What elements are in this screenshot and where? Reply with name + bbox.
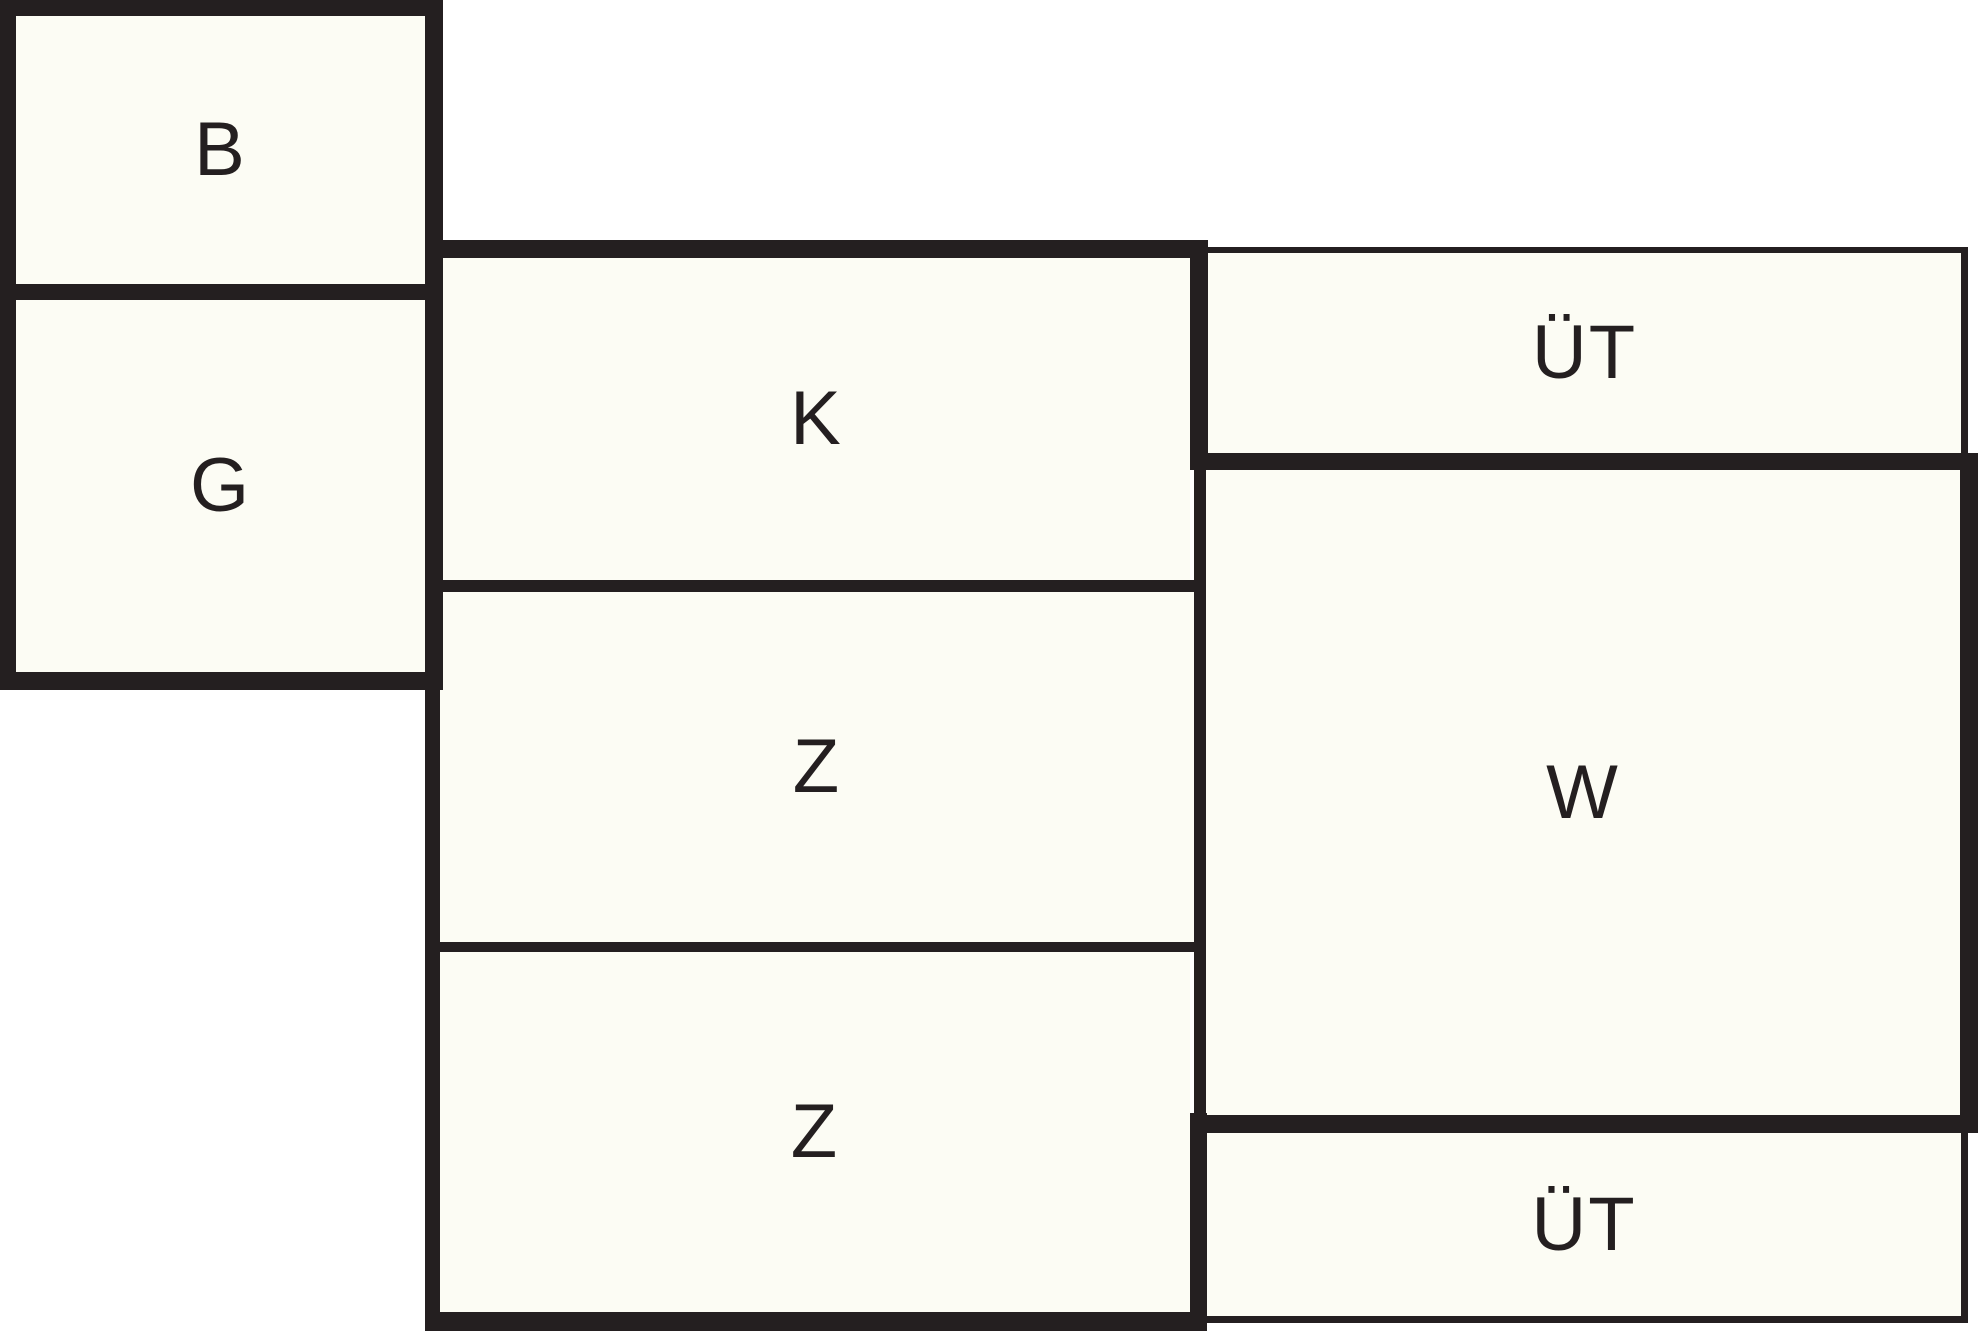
wall-left-block-right — [425, 0, 443, 690]
room-k-label: K — [790, 376, 843, 461]
wall-k-right — [1190, 240, 1208, 470]
room-z-middle-label: Z — [792, 724, 842, 809]
wall-ut-bottom-left — [1190, 1113, 1207, 1331]
border-ut-top-top — [1208, 247, 1968, 253]
room-z-bottom-label: Z — [790, 1089, 840, 1174]
wall-divider-z-z — [440, 942, 1196, 952]
wall-w-bottom — [1190, 1115, 1978, 1133]
room-w: W — [1206, 470, 1960, 1115]
room-b: B — [16, 16, 425, 284]
wall-w-left — [1194, 470, 1206, 1113]
room-b-label: B — [194, 107, 247, 192]
room-ut-top-label: ÜT — [1531, 310, 1638, 395]
room-ut-bottom-label: ÜT — [1531, 1181, 1637, 1267]
wall-w-top — [1190, 453, 1978, 470]
wall-k-top — [425, 240, 1208, 258]
room-z-middle: Z — [440, 592, 1194, 942]
wall-divider-k-z — [440, 580, 1196, 592]
wall-divider-b-g — [16, 284, 425, 300]
room-g: G — [16, 300, 425, 672]
room-z-bottom: Z — [440, 952, 1190, 1312]
room-g-label: G — [189, 443, 252, 528]
wall-middle-bottom — [425, 1312, 1207, 1331]
wall-left-block-top — [0, 0, 443, 16]
wall-left-block-left — [0, 0, 16, 690]
border-ut-bottom-bottom — [1207, 1316, 1968, 1323]
room-k: K — [443, 258, 1190, 580]
border-ut-bottom-right — [1961, 1133, 1968, 1323]
wall-left-block-bottom — [0, 672, 443, 690]
room-ut-top: ÜT — [1208, 253, 1961, 453]
wall-w-right — [1960, 453, 1978, 1133]
room-w-label: W — [1546, 749, 1620, 835]
border-ut-top-right — [1961, 247, 1968, 453]
room-ut-bottom: ÜT — [1207, 1133, 1961, 1316]
wall-middle-left — [425, 690, 440, 1331]
